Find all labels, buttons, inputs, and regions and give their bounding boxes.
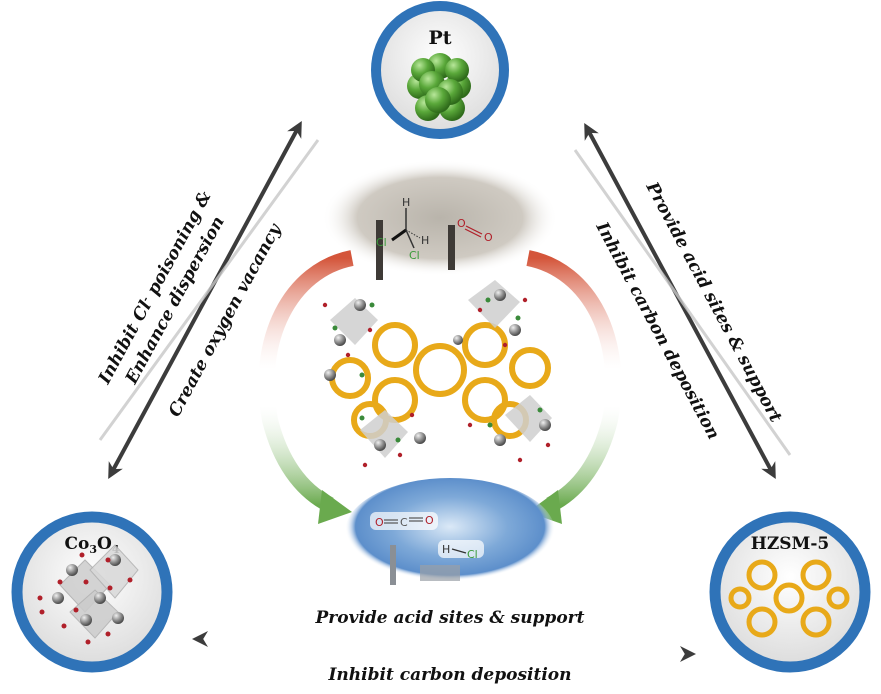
left-arrowhead	[318, 490, 352, 524]
reactants-smoke-cloud: H H Cl Cl O O	[322, 160, 558, 280]
hzsm5-zeolite-icon	[728, 559, 850, 638]
node-hzsm5: HZSM-5	[709, 511, 871, 673]
double-arrow-pt-co3o4	[108, 120, 302, 480]
factory-building	[420, 565, 460, 581]
shadow-line-left	[98, 139, 320, 441]
svg-text:Cl: Cl	[376, 236, 387, 249]
co3o4-crystal-icon	[37, 544, 139, 645]
title-hzsm5: HZSM-5	[751, 534, 829, 554]
svg-text:O: O	[484, 231, 493, 244]
chimney-1	[376, 220, 383, 280]
chimney-2	[448, 225, 455, 270]
label-inhibit-carbon-deposition-bottom: Inhibit carbon deposition	[327, 665, 571, 685]
products-sky-cloud: O C O H Cl	[345, 478, 555, 586]
node-co3o4: Co3O4	[11, 511, 173, 673]
composite-catalyst-structure	[322, 280, 552, 468]
svg-text:O: O	[425, 514, 434, 527]
pt-cluster-icon	[407, 53, 471, 121]
svg-text:Cl: Cl	[409, 249, 420, 262]
svg-text:C: C	[400, 516, 408, 529]
co2-molecule: O C O	[370, 512, 438, 530]
svg-text:H: H	[421, 234, 429, 247]
oxygen-molecule: O O	[457, 217, 493, 244]
svg-text:O: O	[457, 217, 466, 230]
factory-tower	[390, 545, 396, 585]
right-arrowhead	[528, 490, 562, 524]
svg-text:H: H	[442, 543, 450, 556]
shadow-line-right	[573, 149, 792, 456]
svg-text:Cl: Cl	[467, 548, 478, 561]
node-pt: Pt	[371, 1, 509, 139]
svg-text:O: O	[375, 516, 384, 529]
edge-co3o4-hzsm5: Provide acid sites & support Inhibit car…	[192, 608, 696, 685]
title-pt: Pt	[428, 27, 451, 49]
reaction-cycle-arrows	[258, 250, 622, 524]
dichloromethane-molecule: H H Cl Cl	[376, 196, 429, 262]
hcl-molecule: H Cl	[438, 540, 484, 561]
right-cycle-arrow	[526, 250, 622, 513]
left-cycle-arrow	[258, 250, 354, 513]
label-provide-acid-sites-right: Provide acid sites & support	[641, 178, 785, 426]
label-provide-acid-sites-bottom: Provide acid sites & support	[315, 608, 585, 628]
zeolite-framework	[329, 322, 551, 439]
svg-text:H: H	[402, 196, 410, 209]
co3o4-clusters	[322, 280, 552, 468]
